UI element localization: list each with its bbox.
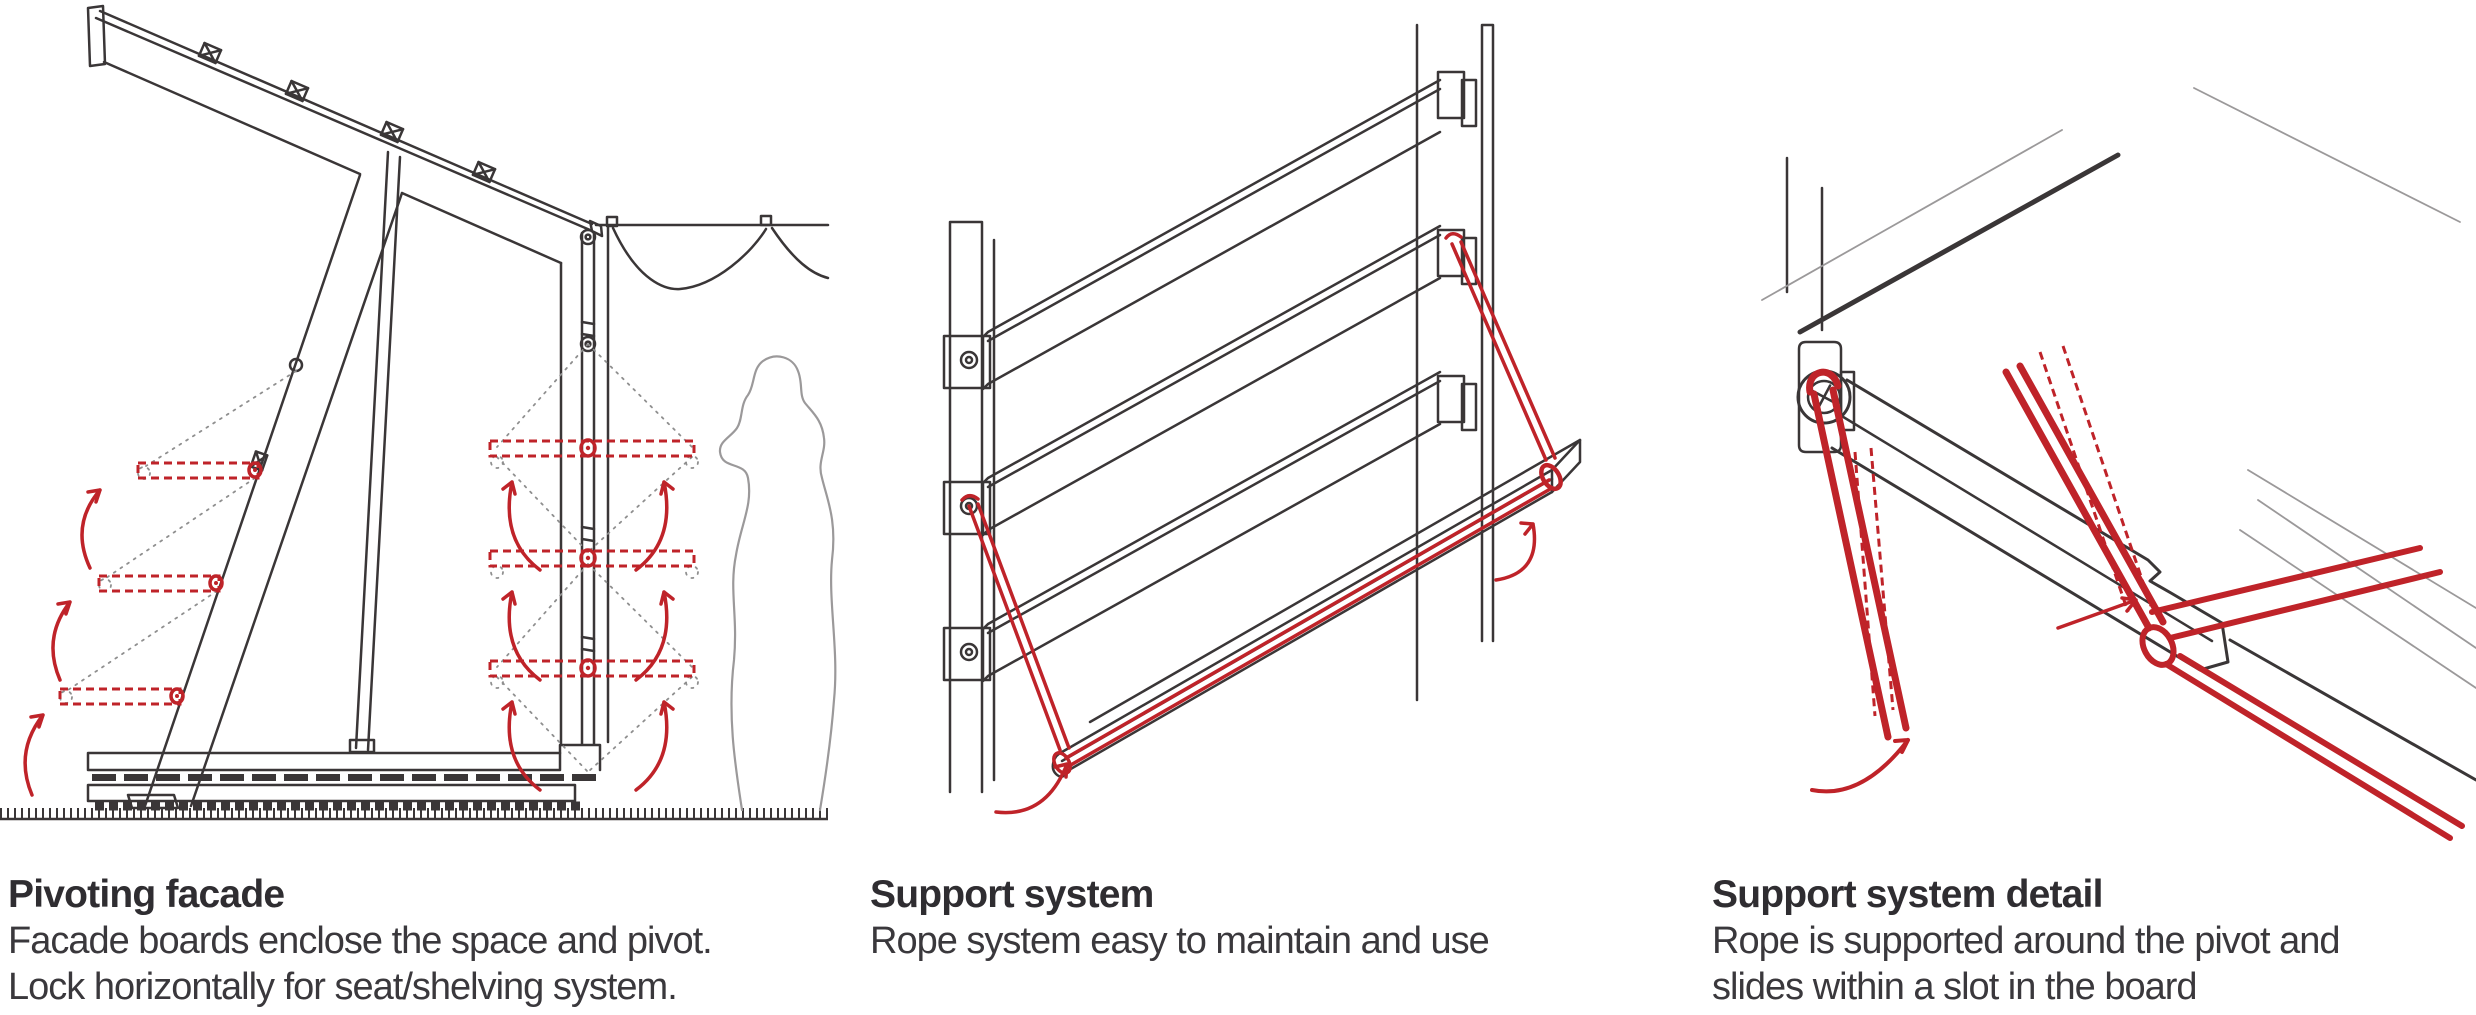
- rope-ghost-dashed: [1853, 345, 2153, 717]
- pivoting-facade-diagram: [0, 4, 837, 821]
- folded-shelf-board: [1051, 438, 1582, 778]
- facade-boards: [981, 78, 1442, 683]
- floor-assembly: [86, 743, 602, 811]
- rail-bracket-icons: [1436, 70, 1478, 432]
- slanted-facade-member: [126, 173, 404, 810]
- caption-line: Facade boards enclose the space and pivo…: [8, 920, 713, 962]
- caption-support-system: Support system Rope system easy to maint…: [870, 872, 1690, 964]
- swing-path-dotted-left: [59, 370, 297, 704]
- rotation-arrows: [23, 480, 675, 797]
- figure-panel-support-system: [930, 0, 1700, 860]
- person-silhouette: [718, 355, 837, 812]
- wall-corner: [1761, 87, 2461, 335]
- slotted-board: [1830, 378, 2230, 672]
- caption-title: Pivoting facade: [8, 873, 285, 916]
- pivoting-boards-left: [58, 461, 263, 706]
- pivoting-boards-right: [488, 438, 696, 678]
- figure-panel-support-detail: [1700, 0, 2476, 870]
- rotation-arrow: [1810, 738, 1910, 794]
- interior-strut: [348, 150, 402, 754]
- rope-system: [960, 232, 1563, 775]
- slide-arrow: [2056, 596, 2138, 630]
- caption-title: Support system detail: [1712, 873, 2103, 916]
- pivot-post: [579, 224, 610, 746]
- left-rail-pivots: [942, 334, 992, 682]
- beam-clip-icons: [197, 41, 497, 184]
- figure-panel-pivoting-facade: [0, 0, 840, 860]
- caption-title: Support system: [870, 873, 1154, 916]
- adjacent-board: [2228, 469, 2476, 782]
- caption-line: Rope is supported around the pivot and: [1712, 920, 2340, 962]
- drape-line: [594, 214, 830, 291]
- caption-line: Lock horizontally for seat/shelving syst…: [8, 966, 678, 1008]
- ground-grass: [0, 808, 828, 821]
- rope-through-slot: [2002, 362, 2465, 841]
- support-system-detail-diagram: [1761, 87, 2476, 841]
- caption-pivoting-facade: Pivoting facade Facade boards enclose th…: [8, 872, 853, 1010]
- caption-line: slides within a slot in the board: [1712, 966, 2198, 1008]
- caption-support-detail: Support system detail Rope is supported …: [1712, 872, 2476, 1010]
- swing-path-dotted-right: [490, 343, 699, 773]
- rope-around-pivot: [1806, 368, 1910, 741]
- roof-beam: [86, 4, 604, 747]
- support-system-diagram: [942, 23, 1582, 815]
- caption-line: Rope system easy to maintain and use: [870, 920, 1490, 962]
- rotation-arrows: [994, 521, 1537, 815]
- wall-rails: [948, 23, 1495, 794]
